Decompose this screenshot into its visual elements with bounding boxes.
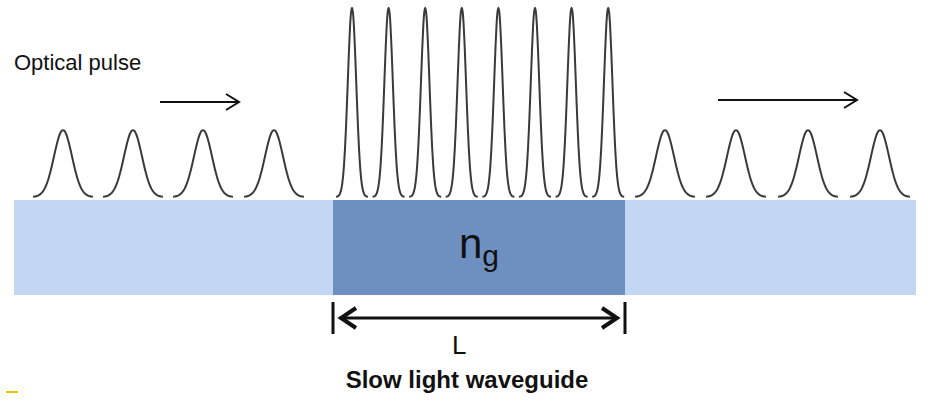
- waveguide-band: [14, 200, 916, 295]
- optical-pulse: [850, 130, 910, 197]
- index-symbol: n: [459, 220, 482, 268]
- optical-pulse: [409, 8, 441, 197]
- length-label-text: L: [452, 330, 466, 360]
- length-dimension: [333, 302, 625, 334]
- pulse-label: Optical pulse: [14, 50, 141, 76]
- caption: Slow light waveguide: [0, 366, 930, 394]
- caption-text: Slow light waveguide: [346, 366, 589, 393]
- propagation-arrows: [160, 92, 857, 110]
- optical-pulse: [556, 8, 588, 197]
- optical-pulse: [778, 130, 838, 197]
- optical-pulse: [336, 8, 368, 197]
- stray-mark: [6, 391, 18, 393]
- optical-pulse: [173, 130, 233, 197]
- slow-light-section: ng: [333, 200, 625, 295]
- pulse-label-text: Optical pulse: [14, 50, 141, 75]
- index-subscript: g: [482, 239, 499, 273]
- length-label: L: [452, 330, 466, 361]
- optical-pulse: [244, 130, 304, 197]
- optical-pulse: [592, 8, 624, 197]
- optical-pulse: [635, 130, 695, 197]
- optical-pulse: [706, 130, 766, 197]
- optical-pulse: [446, 8, 478, 197]
- optical-pulse: [482, 8, 514, 197]
- optical-pulse: [33, 130, 93, 197]
- optical-pulse: [103, 130, 163, 197]
- pulse-trains: [33, 8, 910, 197]
- optical-pulse: [373, 8, 405, 197]
- optical-pulse: [519, 8, 551, 197]
